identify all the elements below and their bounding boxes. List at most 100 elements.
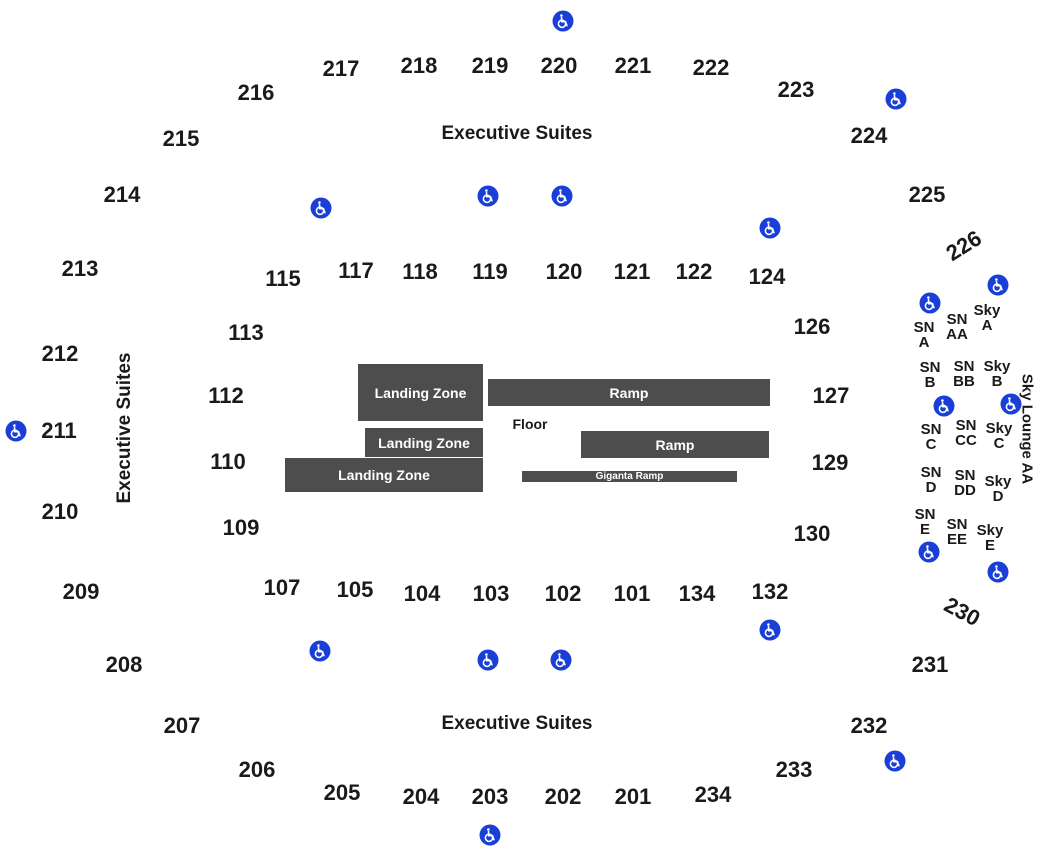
wheelchair-icon[interactable] [552, 10, 574, 32]
wheelchair-icon[interactable] [477, 185, 499, 207]
ramp-1[interactable]: Ramp [488, 379, 770, 406]
section-204[interactable]: 204 [402, 784, 440, 809]
section-218[interactable]: 218 [400, 53, 438, 78]
suite-sky-a[interactable]: Sky A [974, 303, 1001, 333]
section-231[interactable]: 231 [911, 652, 949, 677]
section-130[interactable]: 130 [793, 521, 831, 546]
wheelchair-icon[interactable] [479, 824, 501, 846]
section-102[interactable]: 102 [544, 581, 582, 606]
suite-sky-b[interactable]: Sky B [984, 359, 1011, 389]
section-226[interactable]: 226 [941, 225, 986, 266]
section-209[interactable]: 209 [62, 579, 100, 604]
section-207[interactable]: 207 [163, 713, 201, 738]
wheelchair-icon[interactable] [759, 217, 781, 239]
suite-sn-bb[interactable]: SN BB [953, 359, 975, 389]
section-234[interactable]: 234 [694, 782, 732, 807]
section-103[interactable]: 103 [472, 581, 510, 606]
section-110[interactable]: 110 [210, 449, 246, 474]
wheelchair-icon[interactable] [310, 197, 332, 219]
suite-sn-b[interactable]: SN B [920, 360, 941, 390]
suite-sn-dd[interactable]: SN DD [954, 468, 976, 498]
executive-suites-top[interactable]: Executive Suites [441, 123, 593, 144]
wheelchair-icon[interactable] [885, 88, 907, 110]
section-117[interactable]: 117 [338, 258, 374, 283]
wheelchair-icon[interactable] [477, 649, 499, 671]
section-104[interactable]: 104 [403, 581, 441, 606]
wheelchair-icon[interactable] [987, 561, 1009, 583]
section-113[interactable]: 113 [228, 320, 264, 345]
wheelchair-icon[interactable] [551, 185, 573, 207]
section-223[interactable]: 223 [777, 77, 815, 102]
section-216[interactable]: 216 [237, 80, 275, 105]
wheelchair-icon[interactable] [987, 274, 1009, 296]
section-230[interactable]: 230 [940, 591, 985, 632]
section-206[interactable]: 206 [238, 757, 276, 782]
landing-zone-1[interactable]: Landing Zone [358, 364, 483, 421]
section-118[interactable]: 118 [402, 259, 438, 284]
suite-sn-d[interactable]: SN D [921, 465, 942, 495]
section-121[interactable]: 121 [613, 259, 651, 284]
wheelchair-icon[interactable] [550, 649, 572, 671]
suite-sn-d-line2: D [925, 479, 937, 496]
suite-sn-cc[interactable]: SN CC [955, 418, 977, 448]
section-205[interactable]: 205 [323, 780, 361, 805]
section-225[interactable]: 225 [908, 182, 946, 207]
suite-sky-c[interactable]: Sky C [986, 421, 1013, 451]
section-215[interactable]: 215 [162, 126, 200, 151]
wheelchair-icon[interactable] [309, 640, 331, 662]
section-101[interactable]: 101 [613, 581, 651, 606]
section-212[interactable]: 212 [41, 341, 79, 366]
suite-sky-e[interactable]: Sky E [977, 523, 1004, 553]
section-222[interactable]: 222 [692, 55, 730, 80]
suite-sn-e[interactable]: SN E [915, 507, 936, 537]
section-105[interactable]: 105 [336, 577, 374, 602]
wheelchair-icon[interactable] [933, 395, 955, 417]
sky-lounge-aa[interactable]: Sky Lounge AA [1018, 373, 1036, 485]
suite-sky-d[interactable]: Sky D [985, 474, 1012, 504]
executive-suites-bottom[interactable]: Executive Suites [441, 713, 593, 734]
section-127[interactable]: 127 [812, 383, 850, 408]
landing-zone-3[interactable]: Landing Zone [285, 458, 483, 492]
section-232[interactable]: 232 [850, 713, 888, 738]
section-134[interactable]: 134 [678, 581, 716, 606]
section-112[interactable]: 112 [208, 383, 244, 408]
section-120[interactable]: 120 [545, 259, 583, 284]
section-107[interactable]: 107 [263, 575, 301, 600]
section-213[interactable]: 213 [61, 256, 99, 281]
section-217[interactable]: 217 [322, 56, 360, 81]
section-203[interactable]: 203 [471, 784, 509, 809]
section-221[interactable]: 221 [614, 53, 652, 78]
section-109[interactable]: 109 [222, 515, 260, 540]
section-122[interactable]: 122 [675, 259, 713, 284]
section-210[interactable]: 210 [41, 499, 79, 524]
section-211[interactable]: 211 [41, 418, 77, 443]
suite-sn-ee[interactable]: SN EE [947, 517, 968, 547]
section-119[interactable]: 119 [472, 259, 508, 284]
ramp-2[interactable]: Ramp [581, 431, 769, 458]
executive-suites-left[interactable]: Executive Suites [114, 352, 135, 504]
suite-sn-a[interactable]: SN A [914, 320, 935, 350]
wheelchair-icon[interactable] [918, 541, 940, 563]
section-126[interactable]: 126 [793, 314, 831, 339]
wheelchair-icon[interactable] [5, 420, 27, 442]
wheelchair-icon[interactable] [884, 750, 906, 772]
suite-sn-aa[interactable]: SN AA [946, 312, 968, 342]
section-124[interactable]: 124 [748, 264, 786, 289]
section-202[interactable]: 202 [544, 784, 582, 809]
section-214[interactable]: 214 [103, 182, 141, 207]
wheelchair-icon[interactable] [759, 619, 781, 641]
section-132[interactable]: 132 [751, 579, 789, 604]
landing-zone-2[interactable]: Landing Zone [365, 428, 483, 457]
section-233[interactable]: 233 [775, 757, 813, 782]
section-219[interactable]: 219 [471, 53, 509, 78]
section-208[interactable]: 208 [105, 652, 143, 677]
section-220[interactable]: 220 [540, 53, 578, 78]
giganta-ramp[interactable]: Giganta Ramp [522, 471, 737, 482]
wheelchair-icon[interactable] [919, 292, 941, 314]
section-224[interactable]: 224 [850, 123, 888, 148]
wheelchair-icon[interactable] [1000, 393, 1022, 415]
suite-sn-c[interactable]: SN C [921, 422, 942, 452]
section-129[interactable]: 129 [811, 450, 849, 475]
section-201[interactable]: 201 [614, 784, 652, 809]
section-115[interactable]: 115 [265, 266, 301, 291]
